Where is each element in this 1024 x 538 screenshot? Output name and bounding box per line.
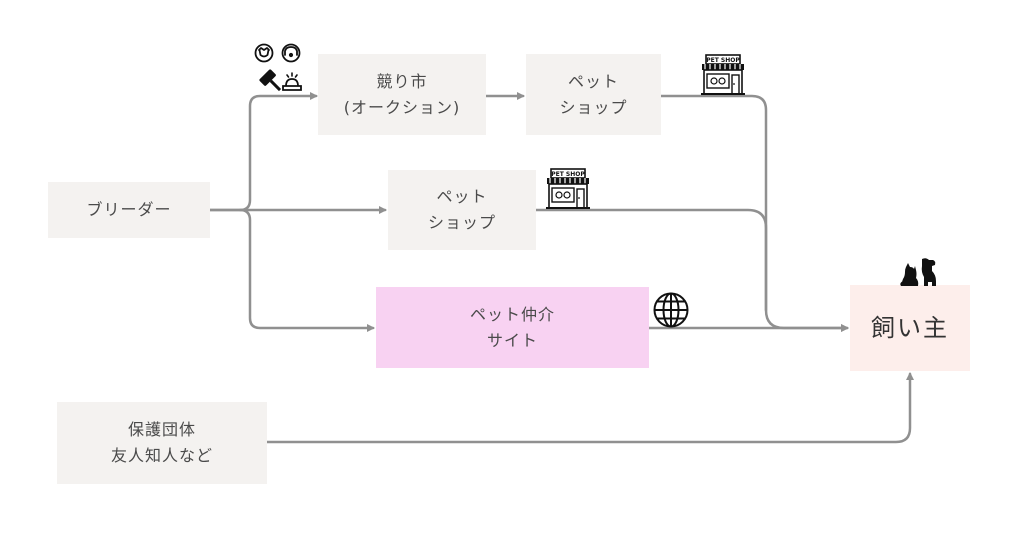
arrow-petshop-mid-to-owner — [534, 208, 768, 312]
arrow-breeder-to-site — [238, 208, 375, 332]
node-auction: 競り市 (オークション) — [318, 54, 486, 135]
node-owner: 飼い主 — [850, 285, 970, 371]
arrow-breeder-to-auction — [208, 92, 318, 212]
node-breeder-label: ブリーダー — [86, 200, 172, 219]
node-breeder: ブリーダー — [48, 182, 210, 238]
node-petshop-top: ペット ショップ — [526, 54, 661, 135]
node-petshop-top-label: ペット ショップ — [559, 71, 628, 117]
node-shelter-label: 保護団体 友人知人など — [110, 420, 213, 465]
node-shelter: 保護団体 友人知人など — [57, 402, 267, 484]
node-petshop-mid-label: ペット ショップ — [427, 187, 496, 232]
node-petshop-mid: ペット ショップ — [388, 170, 536, 250]
node-pet-site-label: ペット仲介 サイト — [469, 304, 555, 350]
node-auction-label: 競り市 (オークション) — [343, 71, 461, 117]
pet-shop-storefront-icon: PET SHOP — [546, 168, 590, 209]
cat-and-dog-icon — [900, 258, 936, 286]
petshop-mid-sign-text: PET SHOP — [551, 171, 585, 178]
globe-icon — [653, 292, 689, 328]
auction-gavel-icon — [254, 43, 302, 92]
pet-shop-storefront-icon: PET SHOP — [701, 54, 745, 95]
arrow-shelter-to-owner — [265, 372, 914, 444]
petshop-top-sign-text: PET SHOP — [706, 57, 740, 64]
node-pet-site: ペット仲介 サイト — [376, 287, 649, 368]
node-owner-label: 飼い主 — [871, 314, 949, 342]
